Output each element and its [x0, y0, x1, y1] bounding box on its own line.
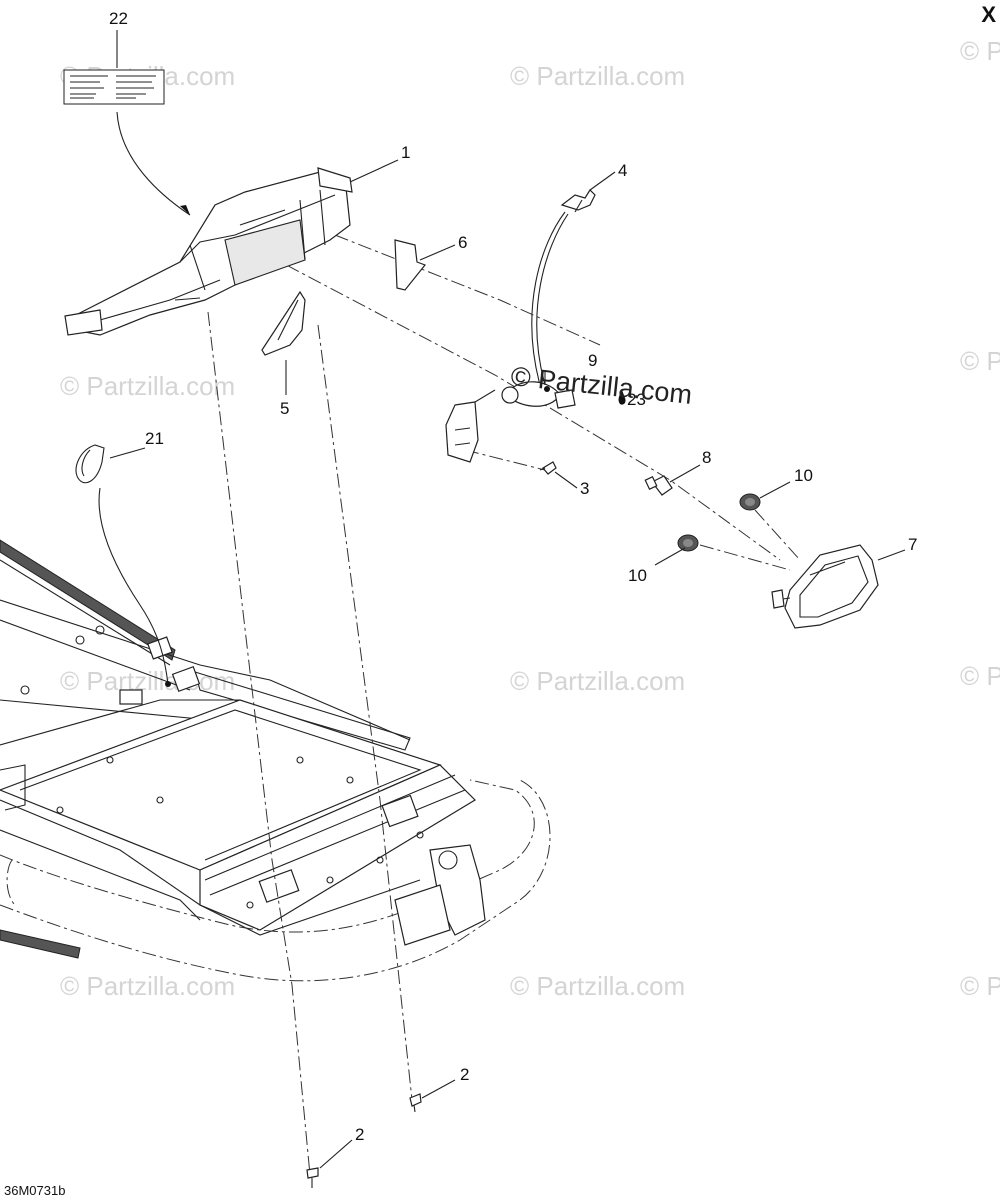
- watermark: © Partzilla.com: [960, 971, 1000, 1001]
- callout-2-upper: 2: [460, 1065, 469, 1084]
- part-2-screw-a: [409, 1093, 422, 1113]
- watermark: © Partzilla.com: [960, 36, 1000, 66]
- callout-7: 7: [908, 535, 917, 554]
- watermark: © Partzilla.com: [60, 971, 235, 1001]
- alignment-lines: [207, 229, 801, 1176]
- part-23-marker: [618, 390, 626, 405]
- callout-5: 5: [280, 399, 289, 418]
- corner-mark: X: [981, 2, 996, 27]
- callout-4: 4: [618, 161, 627, 180]
- callout-6: 6: [458, 233, 467, 252]
- callout-8: 8: [702, 448, 711, 467]
- watermark: © Partzilla.com: [960, 661, 1000, 691]
- diagram-code: 36M0731b: [4, 1183, 66, 1198]
- watermark: © Partzilla.com: [60, 666, 235, 696]
- callout-3: 3: [580, 479, 589, 498]
- callout-10-lower: 10: [628, 566, 647, 585]
- watermark-layer: © Partzilla.com © Partzilla.com © Partzi…: [60, 36, 1000, 1001]
- callout-23: 23: [627, 390, 646, 409]
- callout-labels: 22 1 6 5 4 3 8 10 10 7 21 2 2 9 23: [109, 9, 917, 1144]
- watermark: © Partzilla.com: [510, 971, 685, 1001]
- part-5-bracket: [261, 290, 306, 356]
- chassis-frame: [0, 539, 551, 982]
- part-7-taillight: [771, 544, 879, 629]
- part-10-grommet-a: [739, 493, 761, 511]
- part-10-grommet-b: [677, 534, 699, 552]
- callout-2-lower: 2: [355, 1125, 364, 1144]
- leader-lines: [98, 30, 906, 1169]
- part-6-bracket: [394, 239, 426, 291]
- part-8-bulb: [644, 475, 673, 496]
- callout-21: 21: [145, 429, 164, 448]
- part-22-decal: [63, 69, 165, 105]
- part-2-screw-b: [306, 1167, 319, 1188]
- callout-22: 22: [109, 9, 128, 28]
- part-9-harness: [445, 211, 576, 463]
- callout-10-upper: 10: [794, 466, 813, 485]
- watermark: © Partzilla.com: [60, 371, 235, 401]
- part-21-cable-tie: [75, 444, 105, 484]
- callout-1: 1: [401, 143, 410, 162]
- watermark: © Partzilla.com: [960, 346, 1000, 376]
- watermark: © Partzilla.com: [510, 666, 685, 696]
- watermark: © Partzilla.com: [510, 61, 685, 91]
- part-3-screw: [539, 461, 557, 475]
- part-4-clip: [560, 189, 596, 213]
- callout-9: 9: [588, 351, 597, 370]
- part-1-housing: [64, 167, 353, 336]
